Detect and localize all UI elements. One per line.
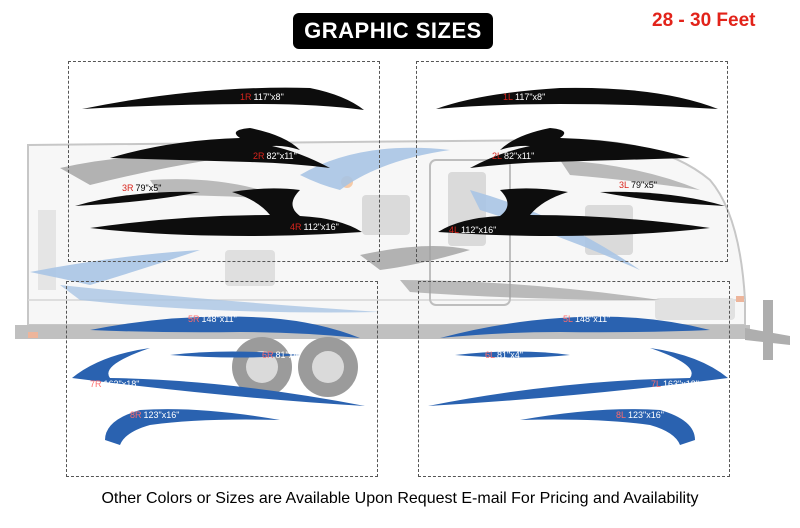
piece-code: 2R — [253, 151, 265, 161]
piece-code: 1R — [240, 92, 252, 102]
piece-size: 123"x16" — [143, 410, 180, 420]
piece-code: 8L — [616, 410, 627, 420]
piece-code: 6R — [262, 350, 274, 360]
decal-4r — [90, 188, 362, 236]
piece-code: 4R — [290, 222, 302, 232]
piece-size: 163"x18" — [663, 379, 699, 389]
decal-1l — [436, 87, 718, 109]
bottom-left-group-box — [418, 281, 730, 477]
piece-code: 8R — [130, 410, 142, 420]
decal-5l — [440, 316, 710, 338]
decal-6l — [455, 351, 570, 358]
decal-5r — [90, 316, 360, 338]
trailer-length-label: 28 - 30 Feet — [652, 10, 756, 31]
piece-code: 6L — [485, 350, 496, 360]
piece-size: 117"x8" — [253, 92, 284, 102]
piece-size: 81"x4" — [275, 350, 302, 360]
piece-code: 3R — [122, 183, 134, 193]
piece-code: 1L — [503, 92, 514, 102]
piece-size: 82"x11" — [504, 151, 535, 161]
gray-swooshes — [60, 156, 700, 300]
piece-size: 163"x18" — [103, 379, 140, 389]
bottom-right-group-box — [66, 281, 378, 477]
piece-size: 81"x4" — [497, 350, 523, 360]
decal-7l — [428, 348, 728, 406]
decal-6r — [170, 351, 300, 358]
decal-8l — [520, 409, 695, 445]
piece-size: 82"x11" — [266, 151, 297, 161]
piece-code: 5L — [563, 314, 574, 324]
piece-size: 79"x5" — [631, 180, 657, 190]
piece-code: 7R — [90, 379, 102, 389]
decal-3l — [600, 191, 725, 206]
piece-size: 148"x11" — [201, 314, 237, 324]
decal-1r — [82, 87, 364, 110]
top-left-group-box — [416, 61, 728, 262]
decal-8r — [105, 409, 280, 445]
decal-2r — [110, 128, 330, 168]
decal-7r — [72, 348, 365, 406]
top-right-group-box — [68, 61, 380, 262]
piece-size: 123"x16" — [628, 410, 664, 420]
piece-code: 7L — [651, 379, 662, 389]
decal-3r — [75, 191, 200, 206]
decal-4l — [438, 188, 710, 236]
piece-size: 148"x11" — [575, 314, 611, 324]
piece-code: 5R — [188, 314, 200, 324]
piece-code: 3L — [619, 180, 630, 190]
piece-size: 112"x16" — [303, 222, 339, 232]
piece-code: 2L — [492, 151, 503, 161]
piece-size: 117"x8" — [515, 92, 546, 102]
page-title: GRAPHIC SIZES — [293, 13, 493, 49]
piece-size: 112"x16" — [461, 225, 497, 235]
decal-2l — [470, 128, 690, 168]
piece-size: 79"x5" — [135, 183, 162, 193]
piece-code: 4L — [449, 225, 460, 235]
availability-note: Other Colors or Sizes are Available Upon… — [101, 490, 699, 507]
